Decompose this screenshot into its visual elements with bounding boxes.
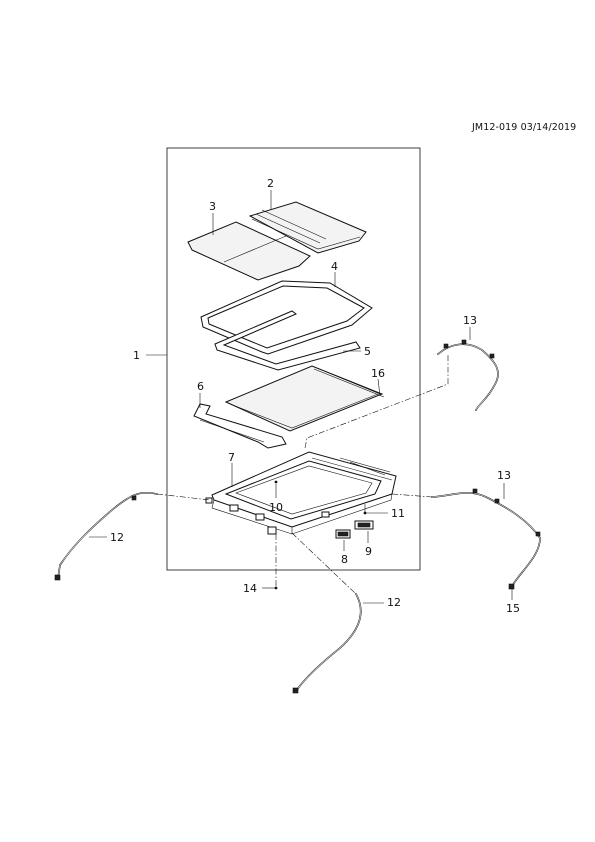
part-3-front-glass (187, 221, 311, 281)
leader-lines (89, 190, 513, 604)
assembly-guide-lines (156, 354, 449, 595)
part-13-drain-hose-lower (431, 488, 541, 590)
callout-14: 14 (243, 582, 257, 595)
part-13-drain-hose-upper (437, 339, 499, 411)
part-7-sunroof-frame (205, 451, 397, 535)
callout-16: 16 (371, 367, 385, 380)
part-9-connector (354, 520, 374, 530)
part-5-weatherstrip (214, 310, 361, 371)
callout-2: 2 (267, 177, 274, 190)
callout-1: 1 (133, 349, 140, 362)
part-6-deflector (193, 403, 287, 449)
callout-12-left: 12 (110, 531, 124, 544)
callout-3: 3 (209, 200, 216, 213)
callout-15: 15 (506, 602, 520, 615)
part-16-sunshade (224, 365, 385, 432)
callout-7: 7 (228, 451, 235, 464)
drawing-reference: JM12-019 03/14/2019 (472, 122, 577, 133)
part-12-drain-hose-right (292, 593, 362, 694)
callout-5: 5 (364, 345, 371, 358)
callout-13-lower: 13 (497, 469, 511, 482)
callout-12-right: 12 (387, 596, 401, 609)
callout-13-upper: 13 (463, 314, 477, 327)
callout-4: 4 (331, 260, 338, 273)
part-12-drain-hose-left (54, 491, 158, 581)
callout-11: 11 (391, 507, 405, 520)
callout-10: 10 (269, 501, 283, 514)
part-8-motor (335, 529, 351, 539)
callout-6: 6 (197, 380, 204, 393)
callout-8: 8 (341, 553, 348, 566)
assembly-boundary-box (166, 147, 421, 571)
part-2-rear-glass (248, 201, 367, 254)
callout-9: 9 (365, 545, 372, 558)
